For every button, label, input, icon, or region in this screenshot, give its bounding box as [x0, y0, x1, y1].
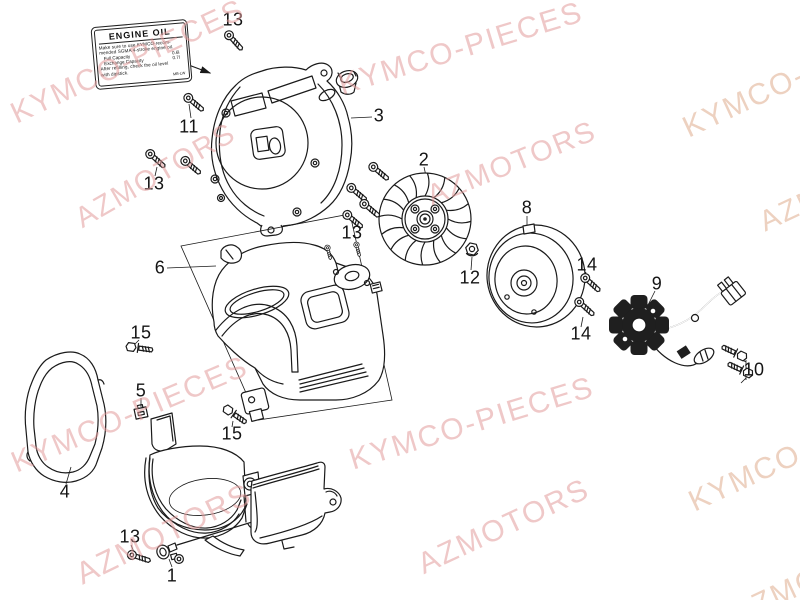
fasteners [124, 28, 756, 566]
part-number-3: 3 [373, 105, 385, 126]
shroud-bracket [220, 244, 243, 264]
part-number-13: 13 [119, 526, 141, 547]
part-number-13: 13 [222, 9, 244, 30]
clip-nut [133, 403, 149, 420]
cooling-fan [378, 172, 472, 266]
gasket [24, 351, 107, 483]
inspection-plate [333, 263, 371, 291]
shroud-oval-opening [224, 285, 290, 319]
rotor-keyway [522, 223, 536, 235]
part-number-4: 4 [59, 481, 71, 502]
harness-connector [717, 276, 746, 306]
part-number-15: 15 [130, 322, 152, 343]
engine-oil-label: ENGINE OIL Make sure to use KYMCO-recom-… [90, 18, 193, 91]
screw-icon [178, 154, 204, 178]
screw-icon [181, 91, 207, 115]
part-number-9: 9 [651, 273, 663, 294]
part-number-5: 5 [135, 380, 147, 401]
part-number-11: 11 [179, 116, 199, 137]
part-number-1: 1 [166, 565, 178, 586]
shroud-foot [240, 387, 270, 422]
lower-cover-panel [250, 461, 342, 545]
part-number-12: 12 [459, 267, 481, 288]
part-number-13: 13 [341, 222, 363, 243]
part-number-14: 14 [576, 254, 598, 275]
screw-icon [366, 160, 392, 184]
cover-grille [215, 96, 309, 190]
screw-icon [125, 548, 153, 566]
shroud-bounding-box [180, 213, 393, 421]
fan-cover [210, 62, 353, 237]
part-number-13: 13 [143, 173, 165, 194]
part-number-14: 14 [570, 323, 592, 344]
screw-icon [572, 295, 598, 319]
flywheel-nut [465, 242, 479, 257]
part-number-15: 15 [221, 423, 243, 444]
shroud-clip [369, 281, 383, 294]
filler-cap [335, 69, 359, 95]
lower-cover [144, 412, 342, 557]
flywheel-rotor [486, 223, 586, 328]
stator [609, 276, 746, 367]
wire-connector-blob [676, 345, 691, 359]
cover-ear-hole [320, 69, 328, 77]
part-number-2: 2 [418, 149, 430, 170]
bolt-icon [124, 341, 155, 356]
pickup-sensor [693, 347, 715, 365]
screw-icon [222, 28, 246, 54]
part-number-6: 6 [154, 257, 166, 278]
part-number-10: 10 [743, 359, 765, 380]
screw-icon [352, 241, 363, 258]
clamp [156, 542, 185, 564]
screw-icon [357, 197, 383, 221]
part-number-8: 8 [521, 197, 533, 218]
upper-shroud [180, 213, 393, 422]
screw-icon [143, 147, 169, 171]
